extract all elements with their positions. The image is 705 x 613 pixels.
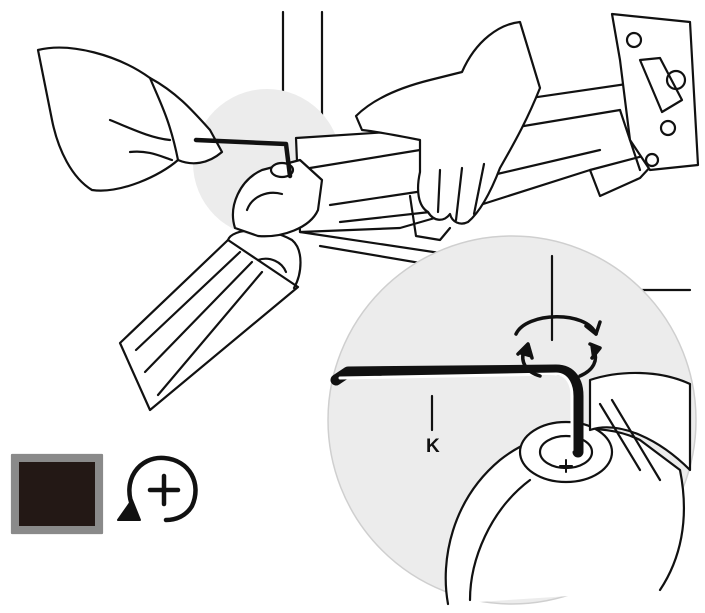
tighten-rotate-icon xyxy=(117,455,198,523)
vesa-plate xyxy=(610,12,700,172)
callout-label-k: K xyxy=(426,436,440,457)
lower-arm xyxy=(118,229,302,412)
left-hand-icon xyxy=(36,46,224,192)
hex-key-icon xyxy=(330,364,584,458)
display-swatch-icon xyxy=(10,453,104,535)
tighten-plus-icon xyxy=(559,459,573,473)
rotate-clockwise-arrow-icon xyxy=(514,315,602,378)
magnified-detail-circle xyxy=(327,235,697,606)
hex-key-icon xyxy=(193,137,293,179)
right-hand-icon xyxy=(354,20,542,225)
